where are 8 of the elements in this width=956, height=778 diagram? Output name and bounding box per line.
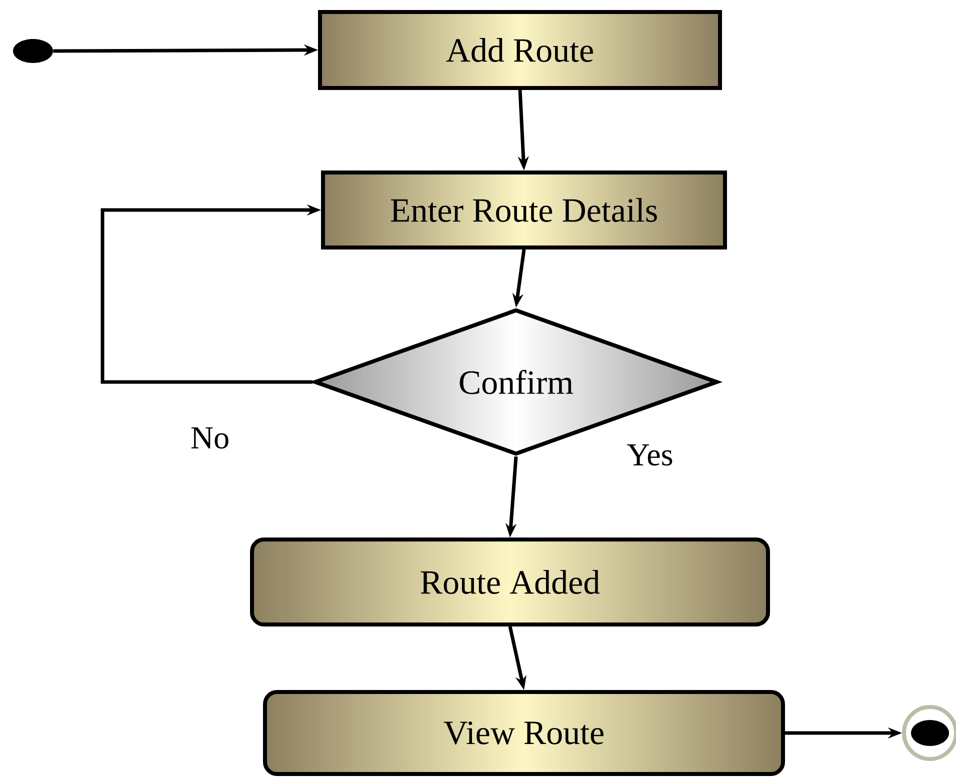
edge-label: Yes: [624, 442, 676, 468]
state-box: Route Added: [250, 538, 770, 626]
end-node: [902, 705, 956, 761]
start-node: [13, 39, 53, 63]
state-box: View Route: [263, 690, 785, 776]
edge-label: No: [188, 425, 232, 451]
process-box: Add Route: [318, 10, 722, 90]
process-box: Enter Route Details: [321, 170, 727, 250]
